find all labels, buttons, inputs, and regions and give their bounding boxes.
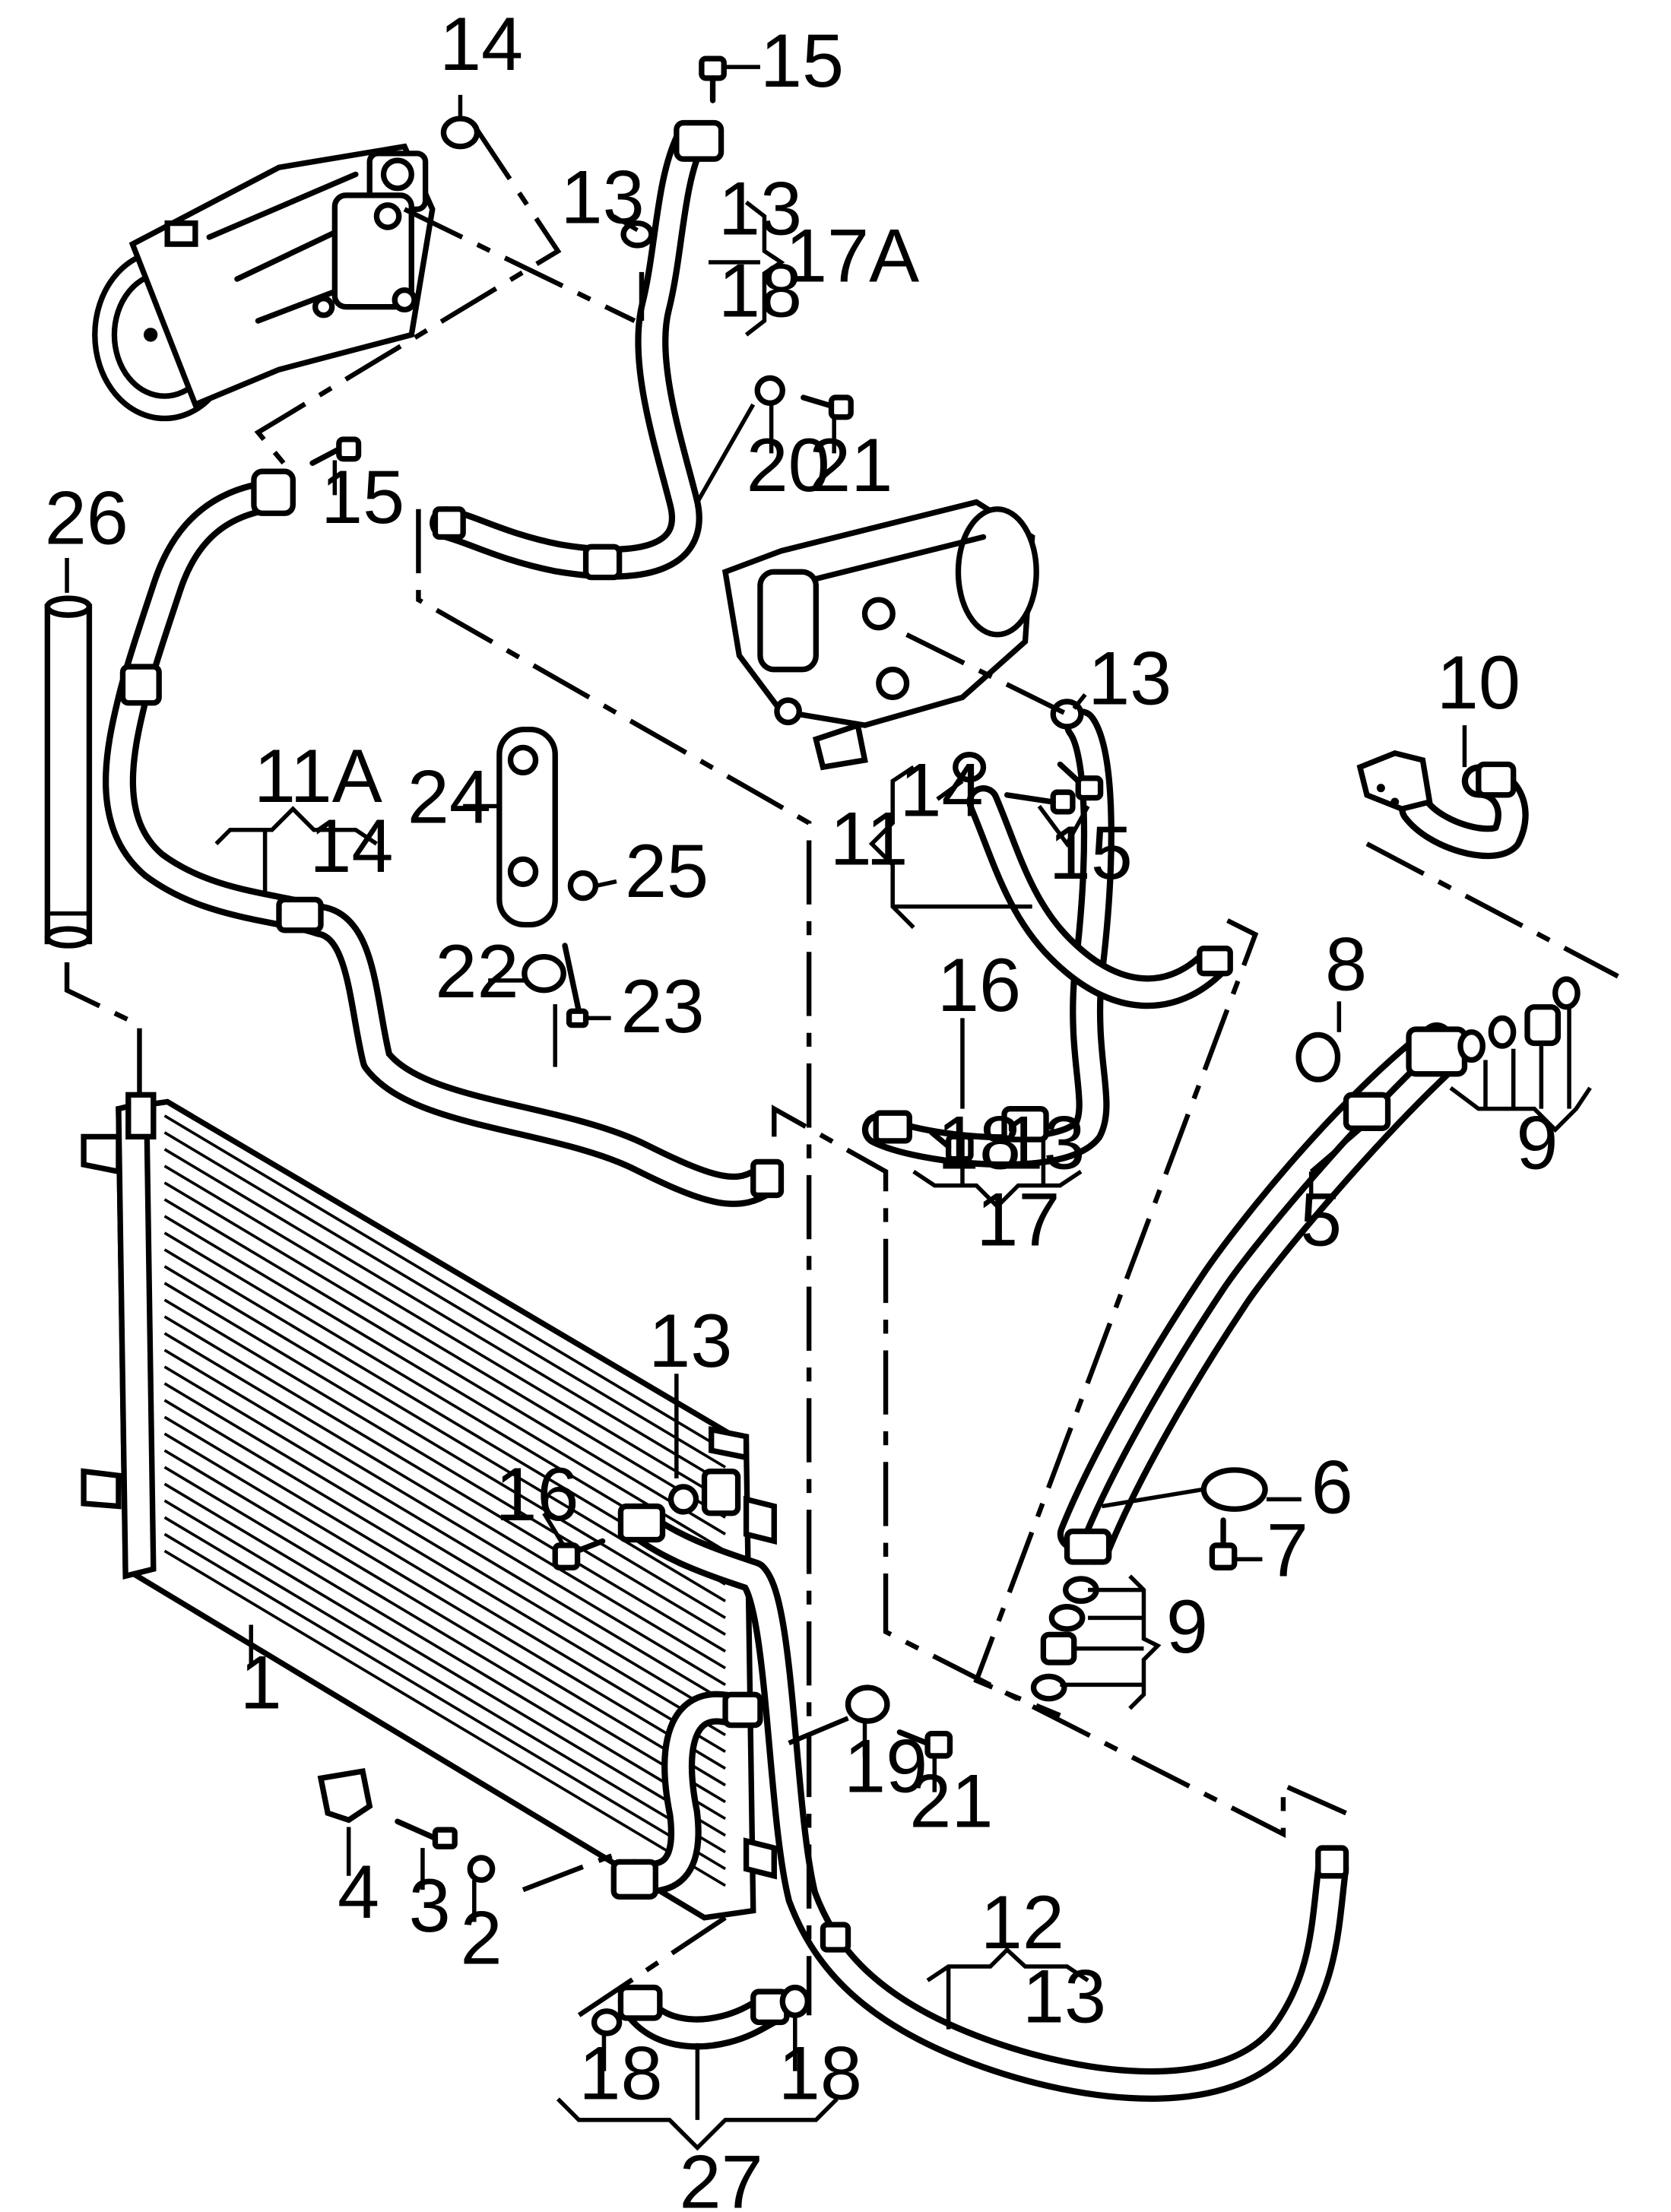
callout-20: 20 xyxy=(747,423,830,507)
pressure-switch xyxy=(1356,749,1433,813)
callout-15c: 15 xyxy=(1049,810,1133,895)
compressor-front xyxy=(92,143,436,422)
callout-26: 26 xyxy=(45,476,128,560)
callout-6: 6 xyxy=(1311,1445,1353,1529)
callout-15a: 15 xyxy=(760,18,844,103)
leader-lines xyxy=(65,65,1592,2151)
callout-13d: 13 xyxy=(1001,1101,1085,1185)
callout-19: 19 xyxy=(844,1724,927,1808)
o-rings-and-seals xyxy=(440,116,1581,2036)
callout-8: 8 xyxy=(1325,922,1367,1006)
receiver-drier xyxy=(44,595,93,949)
callout-25: 25 xyxy=(625,829,709,913)
callout-18d: 18 xyxy=(778,2030,862,2115)
callout-12: 12 xyxy=(981,1880,1064,1964)
callout-9a: 9 xyxy=(1516,1101,1558,1185)
assembly-lines xyxy=(64,124,1619,2017)
callout-13a: 13 xyxy=(561,155,645,239)
callout-13f: 13 xyxy=(1023,1954,1106,2038)
callout-13c: 13 xyxy=(1088,636,1172,721)
callout-18b: 18 xyxy=(937,1101,1021,1185)
callout-13b: 13 xyxy=(718,166,802,250)
callout-5: 5 xyxy=(1300,1177,1342,1261)
callout-11a: 11A xyxy=(254,734,382,818)
callout-17a: 17A xyxy=(785,214,919,298)
callout-18c: 18 xyxy=(579,2030,662,2115)
callout-21a: 21 xyxy=(809,423,893,507)
callout-14c: 14 xyxy=(899,747,983,832)
pipes xyxy=(103,122,1529,2102)
screws-and-clamps xyxy=(309,55,1433,1849)
callout-22: 22 xyxy=(435,929,518,1013)
callout-23: 23 xyxy=(620,964,704,1048)
callout-1: 1 xyxy=(240,1640,282,1725)
callout-3: 3 xyxy=(409,1863,451,1947)
callout-18a: 18 xyxy=(718,249,802,333)
callouts: 1 2 3 4 5 6 7 8 9 9 10 11 11A 12 13 13 1… xyxy=(45,2,1558,2212)
compressor-rear xyxy=(721,499,1039,771)
callout-24: 24 xyxy=(407,755,491,839)
callout-17: 17 xyxy=(976,1177,1060,1261)
callout-2: 2 xyxy=(460,1895,502,1979)
callout-13e: 13 xyxy=(648,1298,732,1383)
callout-4: 4 xyxy=(338,1849,379,1934)
callout-16a: 16 xyxy=(937,943,1021,1027)
callout-16b: 16 xyxy=(495,1452,579,1536)
fittings xyxy=(119,119,1517,2026)
callout-27: 27 xyxy=(680,2139,763,2212)
callout-11: 11 xyxy=(830,797,908,881)
callout-9b: 9 xyxy=(1166,1584,1208,1669)
callout-14b: 14 xyxy=(309,803,393,888)
callout-14a: 14 xyxy=(439,2,523,86)
callout-21b: 21 xyxy=(909,1759,993,1843)
callout-10: 10 xyxy=(1437,640,1520,724)
callout-15b: 15 xyxy=(321,455,404,539)
callout-7: 7 xyxy=(1267,1507,1308,1592)
